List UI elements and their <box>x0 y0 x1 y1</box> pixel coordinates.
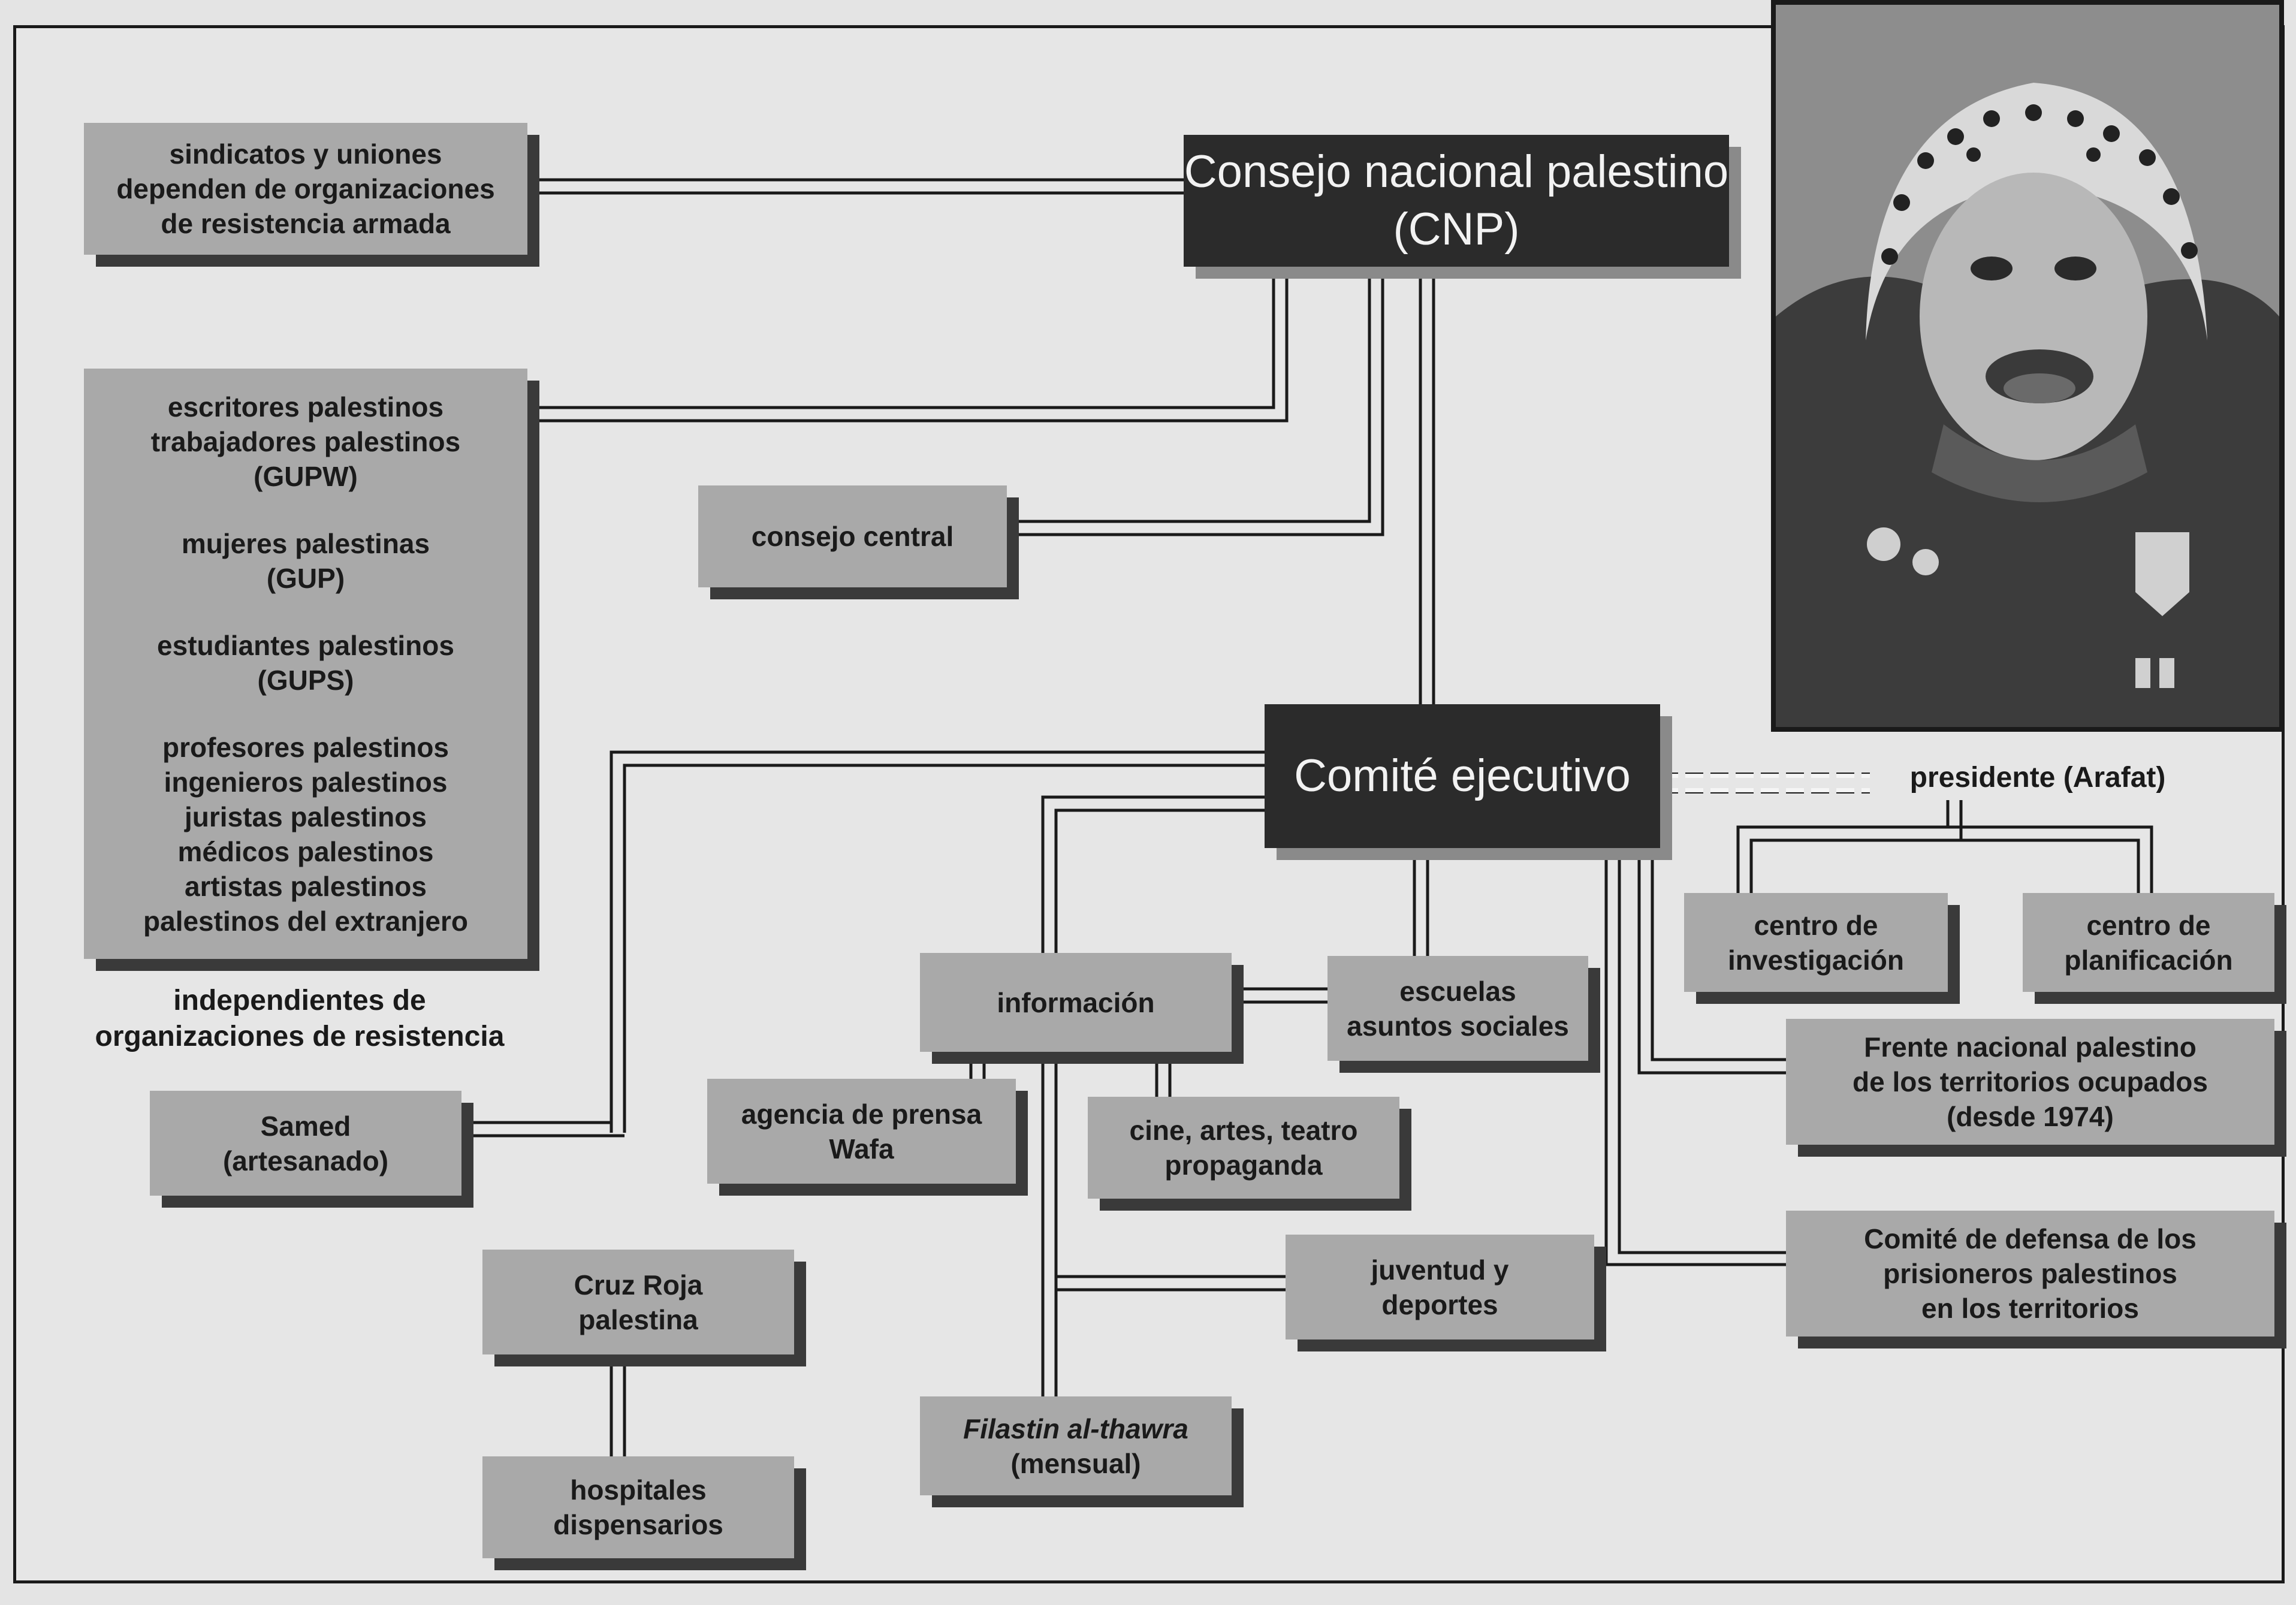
unions-group-box: escritores palestinos trabajadores pales… <box>84 369 527 959</box>
comite-ejecutivo-box: Comité ejecutivo <box>1265 704 1660 848</box>
comite-defensa-box: Comité de defensa de los prisioneros pal… <box>1786 1211 2274 1337</box>
escuelas-box: escuelas asuntos sociales <box>1327 956 1588 1061</box>
hospitales-box: hospitales dispensarios <box>482 1456 794 1558</box>
independientes-label: independientes de organizaciones de resi… <box>95 985 505 1052</box>
centro-investigacion-box: centro de investigación <box>1684 893 1948 992</box>
cruz-roja-box: Cruz Roja palestina <box>482 1250 794 1354</box>
agencia-box: agencia de prensa Wafa <box>707 1079 1016 1184</box>
frente-box: Frente nacional palestino de los territo… <box>1786 1019 2274 1145</box>
sindicatos-box: sindicatos y uniones dependen de organiz… <box>84 123 527 255</box>
centro-planificacion-box: centro de planificación <box>2023 893 2274 992</box>
consejo-central-box: consejo central <box>698 485 1007 587</box>
presidente-label: presidente (Arafat) <box>1909 762 2166 794</box>
arafat-photo <box>1771 0 2284 732</box>
filastin-box: Filastin al-thawra (mensual) <box>920 1396 1232 1495</box>
cnp-box: Consejo nacional palestino (CNP) <box>1184 135 1729 267</box>
cine-box: cine, artes, teatro propaganda <box>1088 1097 1399 1199</box>
juventud-box: juventud y deportes <box>1286 1235 1594 1339</box>
informacion-box: información <box>920 953 1232 1052</box>
samed-box: Samed (artesanado) <box>150 1091 461 1196</box>
